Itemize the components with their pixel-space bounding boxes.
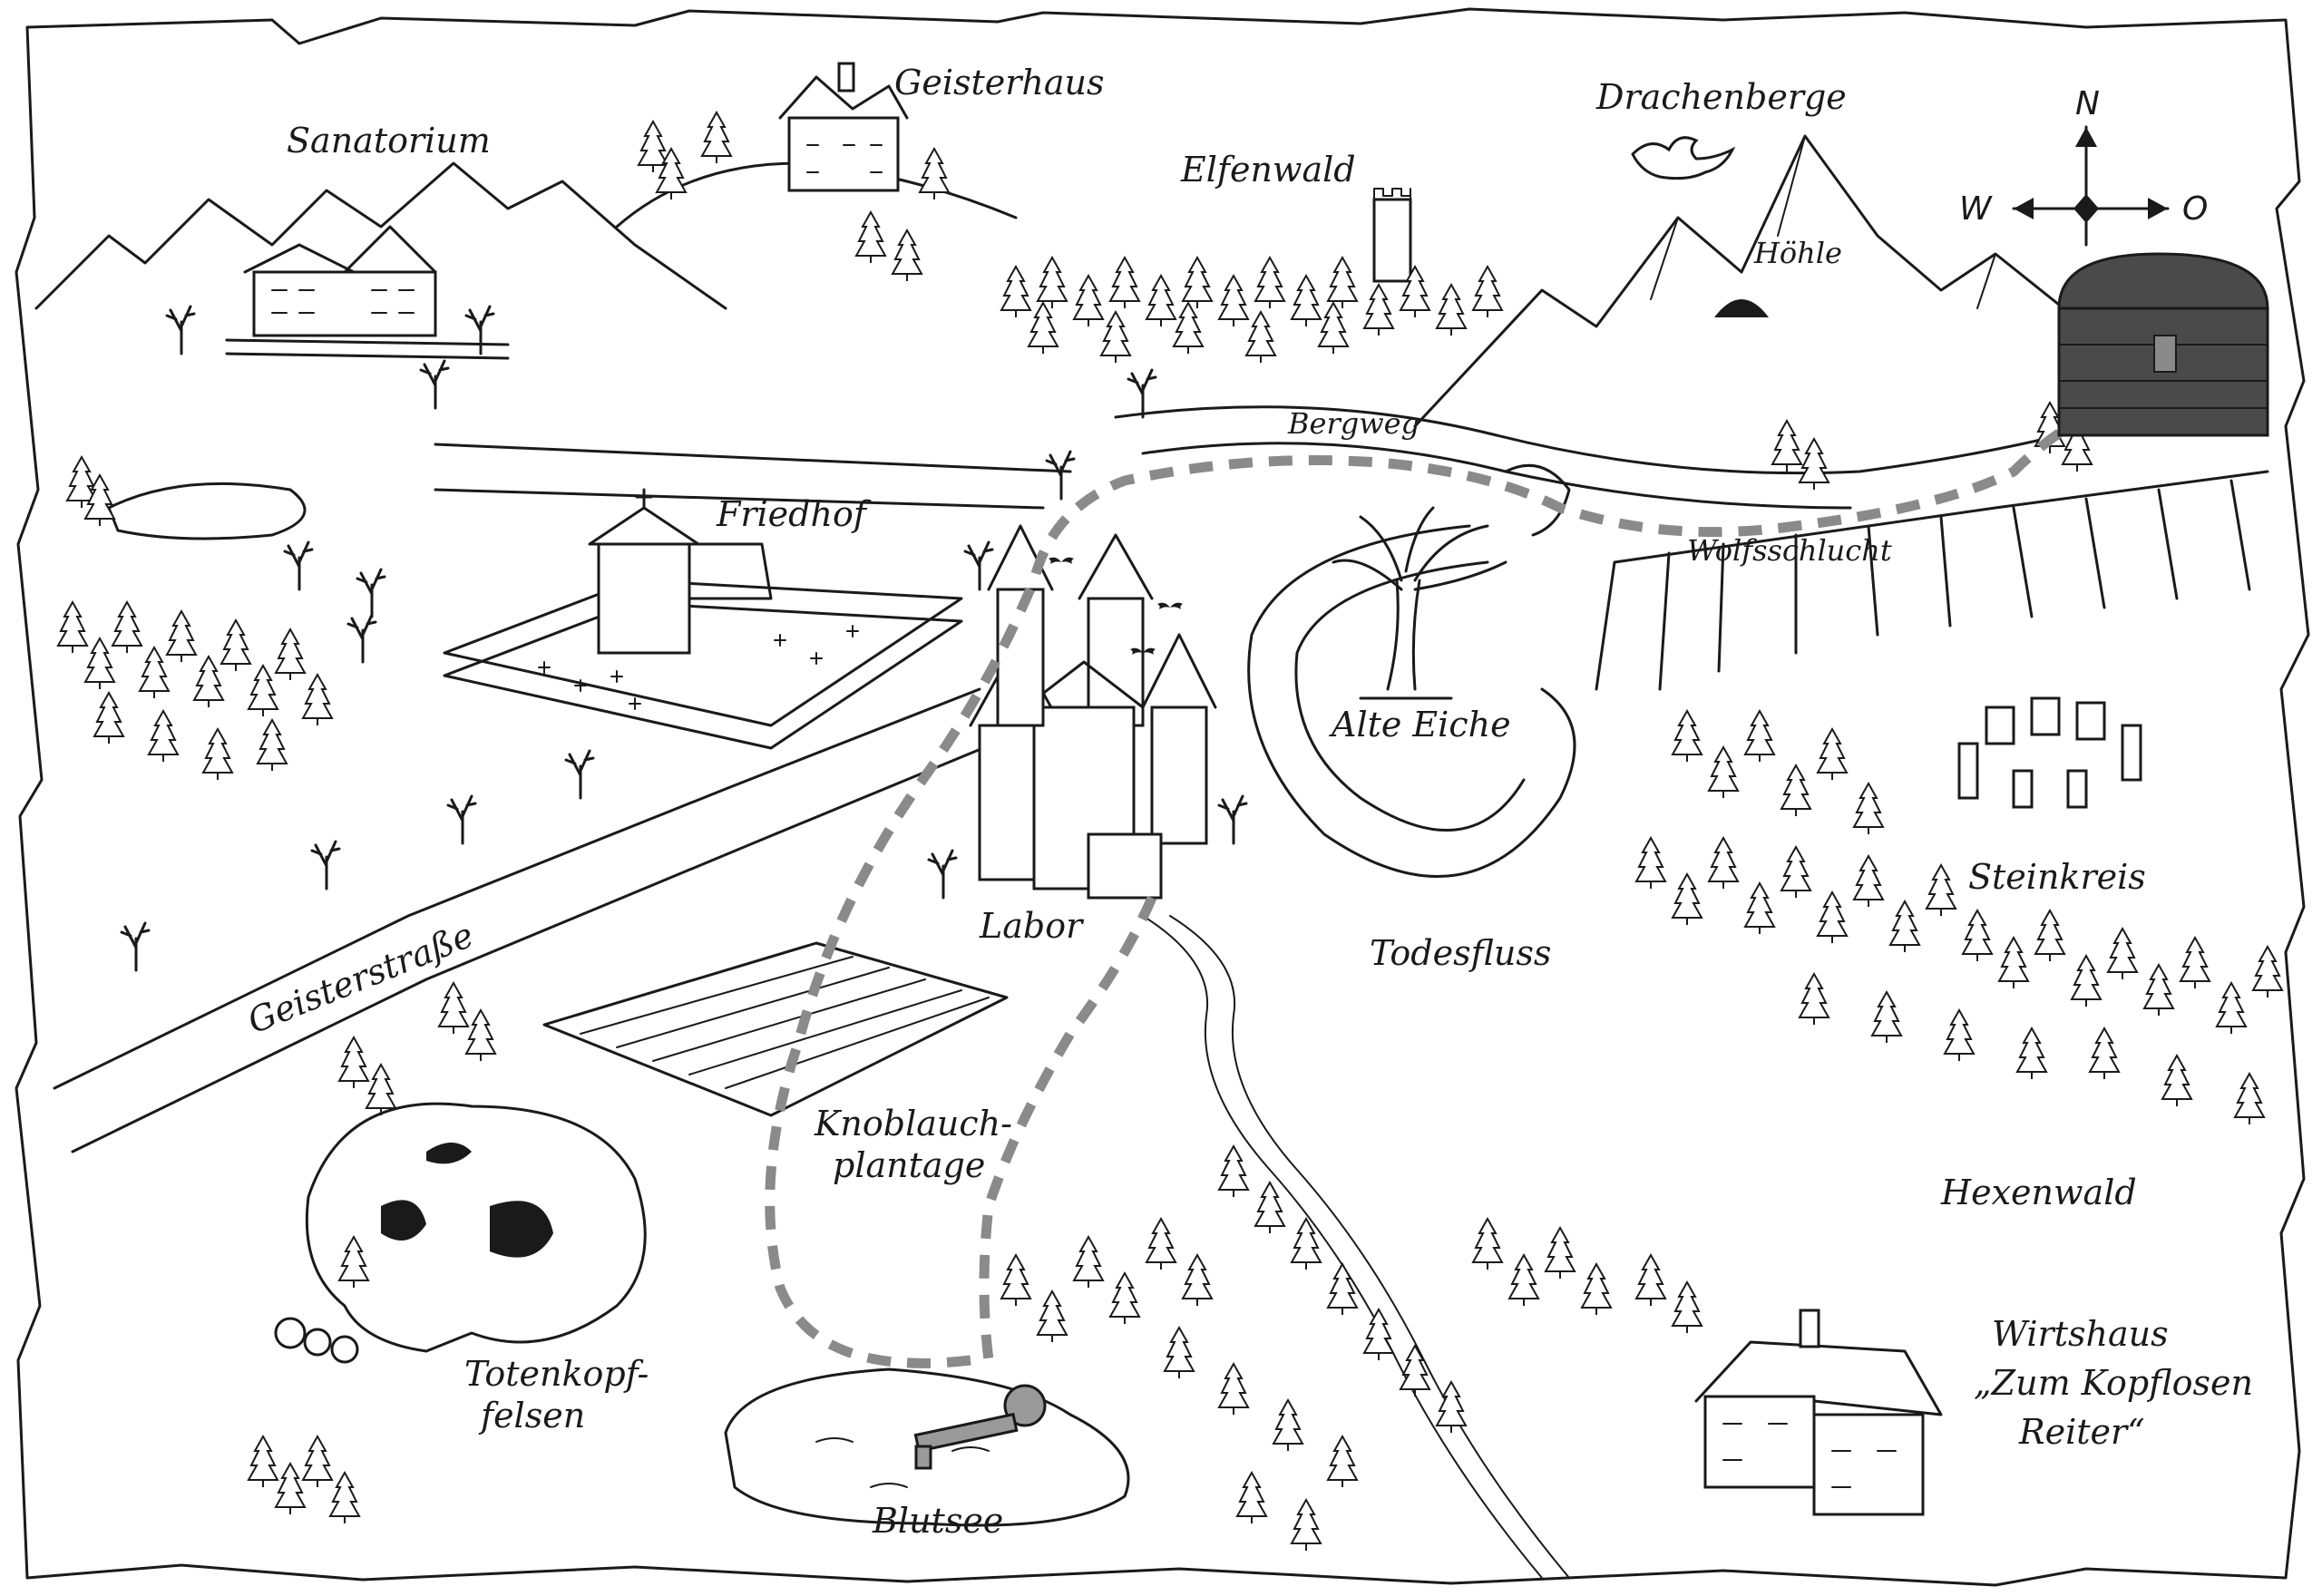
sanatorium-building (225, 225, 510, 360)
cliff-east (1595, 470, 2269, 691)
compass-east-label: O (2182, 190, 2208, 228)
garlic-field (542, 941, 1009, 1117)
label-hoehle: Höhle (1753, 236, 1842, 270)
label-friedhof: Friedhof (716, 494, 872, 534)
label-wirtshaus-line3: Reiter“ (2018, 1412, 2145, 1452)
label-knoblauch-line1: Knoblauch- (814, 1104, 1012, 1143)
treasure-chest-icon (2057, 252, 2269, 437)
label-wirtshaus-line1: Wirtshaus (1992, 1314, 2169, 1354)
labor-castle (969, 524, 1217, 900)
elfenwald-tower (1372, 188, 1412, 283)
blutsee-lake (724, 1367, 1130, 1527)
compass-west-label: W (1959, 190, 1993, 228)
geisterstrasse-road (53, 687, 981, 1090)
label-alte-eiche: Alte Eiche (1329, 705, 1511, 744)
compass-north-label: N (2075, 85, 2100, 122)
label-blutsee: Blutsee (872, 1501, 1003, 1541)
label-geisterhaus: Geisterhaus (894, 63, 1105, 102)
label-drachenberge: Drachenberge (1595, 77, 1847, 117)
label-bergweg: Bergweg (1287, 406, 1420, 441)
pond-west (107, 482, 307, 540)
label-totenkopf-line1: Totenkopf- (464, 1354, 649, 1394)
drachenberge-mountains (1413, 134, 2115, 428)
label-todesfluss: Todesfluss (1370, 933, 1551, 973)
label-totenkopf-line2: felsen (478, 1396, 585, 1435)
label-wolfsschlucht: Wolfsschlucht (1687, 533, 1892, 568)
label-hexenwald: Hexenwald (1940, 1173, 2137, 1212)
alte-eiche-tree (1332, 506, 1507, 700)
label-labor: Labor (979, 906, 1085, 946)
label-sanatorium: Sanatorium (287, 121, 491, 161)
bat-icon (1157, 602, 1183, 609)
wirtshaus-inn (1694, 1309, 1943, 1516)
geisterhaus-building (778, 62, 909, 192)
compass-rose-icon (2012, 125, 2170, 247)
label-wirtshaus-line2: „Zum Kopflosen (1974, 1363, 2253, 1403)
mountains-west (34, 161, 727, 310)
key-icon (913, 1384, 1047, 1470)
steinkreis-stones (1957, 696, 2142, 809)
dragon-icon (1631, 136, 1736, 180)
bridge (1504, 463, 1571, 537)
hoehle-cave (1714, 299, 1769, 317)
label-steinkreis: Steinkreis (1968, 857, 2146, 897)
label-knoblauch-line2: plantage (833, 1145, 985, 1185)
bergweg-road (1114, 405, 2097, 475)
todesfluss-river (1247, 524, 1576, 879)
friedhof-cemetery (443, 488, 963, 750)
totenkopffelsen-rock (274, 1102, 647, 1364)
bat-icon (1049, 557, 1074, 564)
parchment-border (15, 7, 2310, 1587)
upper-road (434, 443, 1072, 510)
label-elfenwald: Elfenwald (1180, 150, 1356, 190)
